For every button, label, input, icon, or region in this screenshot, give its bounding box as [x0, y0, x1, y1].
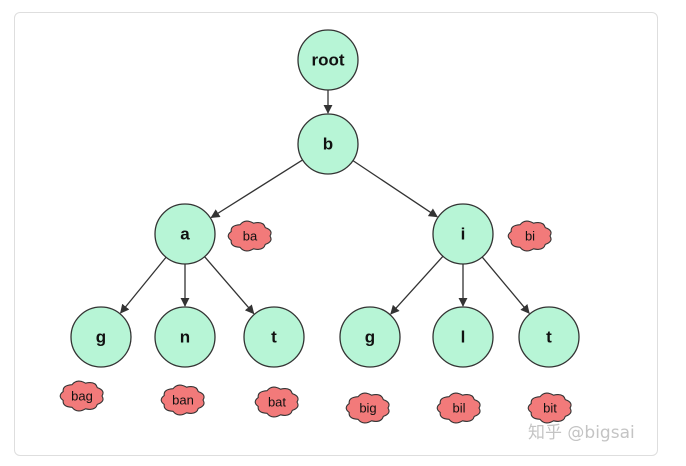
- edge-i-it: [481, 256, 530, 314]
- node-circle: [70, 306, 132, 368]
- node-ig: g: [339, 306, 401, 368]
- node-b: b: [297, 113, 359, 175]
- word-label: bit: [543, 401, 557, 416]
- word-label: bil: [452, 401, 465, 416]
- node-circle: [518, 306, 580, 368]
- edge-layer: [120, 90, 530, 315]
- node-label: i: [461, 225, 466, 244]
- node-label: l: [461, 328, 466, 347]
- node-circle: [154, 306, 216, 368]
- word-label: big: [359, 401, 376, 416]
- word-cloud-shape: [527, 392, 572, 424]
- node-ag: g: [70, 306, 132, 368]
- node-it: t: [518, 306, 580, 368]
- node-at: t: [243, 306, 305, 368]
- edge-i-ig: [390, 255, 444, 315]
- word-cloud-shape: [227, 220, 272, 252]
- node-label: g: [96, 328, 106, 347]
- word-big: big: [345, 392, 390, 424]
- word-bi: bi: [507, 220, 552, 252]
- node-label: b: [323, 135, 333, 154]
- word-cloud-shape: [345, 392, 390, 424]
- word-bag: bag: [59, 380, 104, 412]
- word-label: bi: [525, 229, 535, 244]
- word-cloud-shape: [59, 380, 104, 412]
- node-il: l: [432, 306, 494, 368]
- word-ban: ban: [160, 384, 205, 416]
- word-cloud-shape: [160, 384, 205, 416]
- word-label: bag: [71, 389, 93, 404]
- node-a: a: [154, 203, 216, 265]
- node-label: n: [180, 328, 190, 347]
- node-circle: [432, 306, 494, 368]
- edge-b-i: [352, 160, 438, 218]
- node-label: a: [180, 225, 190, 244]
- word-bat: bat: [254, 386, 299, 418]
- node-circle: [243, 306, 305, 368]
- node-circle: [297, 29, 359, 91]
- word-cloud-shape: [436, 392, 481, 424]
- edge-a-at: [204, 256, 255, 315]
- word-label: ba: [243, 229, 258, 244]
- node-circle: [297, 113, 359, 175]
- word-ba: ba: [227, 220, 272, 252]
- word-cloud-shape: [254, 386, 299, 418]
- node-label: t: [271, 328, 277, 347]
- word-bit: bit: [527, 392, 572, 424]
- word-bil: bil: [436, 392, 481, 424]
- node-label: g: [365, 328, 375, 347]
- word-cloud-shape: [507, 220, 552, 252]
- word-layer: ba bi bag ban bat big bil bit: [59, 220, 572, 424]
- word-label: ban: [172, 393, 194, 408]
- node-label: root: [311, 51, 344, 70]
- edge-b-a: [210, 159, 303, 219]
- node-root: root: [297, 29, 359, 91]
- node-an: n: [154, 306, 216, 368]
- node-circle: [154, 203, 216, 265]
- word-label: bat: [268, 395, 286, 410]
- watermark: 知乎 @bigsai: [528, 423, 635, 443]
- node-circle: [432, 203, 494, 265]
- node-label: t: [546, 328, 552, 347]
- edge-a-ag: [120, 256, 167, 314]
- node-i: i: [432, 203, 494, 265]
- node-circle: [339, 306, 401, 368]
